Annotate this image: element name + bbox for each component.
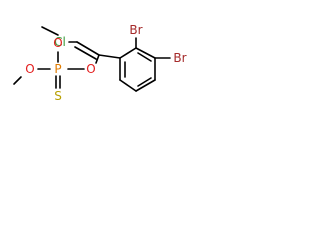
ring-bond: [135, 79, 156, 92]
ring-double-bond: [137, 77, 152, 87]
bond-vinyl-o: [95, 54, 100, 64]
chemical-structure: Cl Br Br O P O O S: [13, 23, 187, 103]
ring-bond: [135, 47, 156, 59]
atom-br-ortho: Br: [129, 23, 142, 37]
atom-o-ether: O: [86, 62, 95, 76]
bond-o-left-methyl: [13, 76, 22, 85]
benzene-ring: [119, 47, 156, 92]
atom-o-methoxy-top: O: [53, 36, 62, 50]
bond-ring-vinyl: [98, 54, 121, 59]
ring-bond: [119, 47, 137, 59]
ring-double-bond: [137, 52, 152, 62]
atom-o-methoxy-left: O: [25, 62, 34, 76]
atom-br-para: Br: [173, 51, 186, 65]
bond-o-top-methyl: [41, 26, 59, 36]
vinyl-double-bond: [74, 46, 97, 60]
atom-cl: Cl: [54, 35, 66, 49]
ring-bond: [119, 79, 137, 92]
atom-p: P: [54, 62, 61, 76]
atom-s: S: [54, 89, 62, 103]
vinyl-double-bond: [76, 41, 100, 56]
